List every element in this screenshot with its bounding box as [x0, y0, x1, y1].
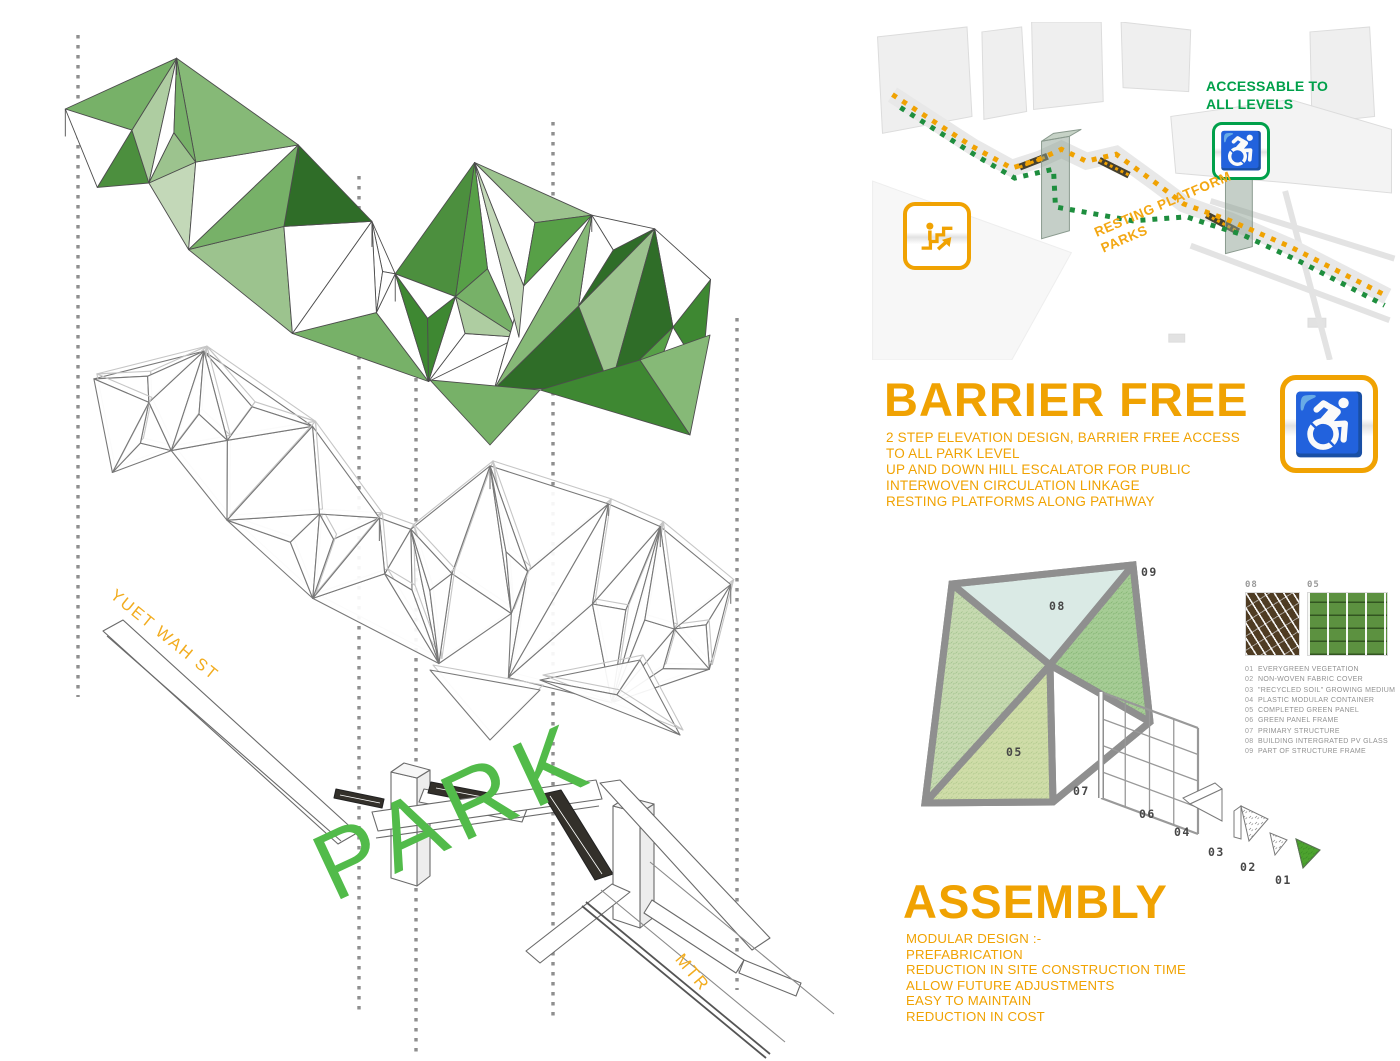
pv-glass-photo: [1245, 592, 1300, 656]
wheelchair-icon-large: ♿: [1280, 375, 1378, 473]
part-label-07: 07: [1073, 784, 1090, 798]
pv-glass-photo-figure: 08: [1245, 580, 1300, 656]
wheelchair-icon: ♿: [1212, 122, 1270, 180]
reference-photos: 08 05: [1245, 580, 1395, 656]
part-label-01: 01: [1275, 873, 1292, 887]
part-label-03: 03: [1208, 845, 1225, 859]
assembly-exploded-diagram: [921, 561, 1321, 870]
structure-wireframe-layer: [93, 345, 735, 741]
escalator-icon: [903, 202, 971, 270]
green-panel-photo: [1307, 592, 1388, 656]
exploded-axon-diagram: [64, 35, 835, 1059]
part-label-02: 02: [1240, 860, 1257, 874]
legend-item: 03"RECYCLED SOIL" GROWING MEDIUM: [1245, 686, 1396, 694]
barrier-free-title: BARRIER FREE: [884, 373, 1249, 426]
part-label-04: 04: [1174, 825, 1191, 839]
green-panel-photo-figure: 05: [1307, 580, 1388, 656]
accessible-route-green: [899, 105, 1386, 308]
photo-caption: 08: [1245, 580, 1258, 590]
wheelchair-glyph: ♿: [1218, 130, 1264, 171]
green-canopy-layer: [64, 57, 712, 446]
site-plan-layer: [102, 619, 835, 1059]
panel-faces: [924, 564, 1151, 805]
part-label-09: 09: [1141, 565, 1158, 579]
barrier-free-text: 2 STEP ELEVATION DESIGN, BARRIER FREE AC…: [886, 430, 1240, 509]
access-label: ACCESSABLE TO ALL LEVELS: [1206, 78, 1329, 112]
photo-caption: 05: [1307, 580, 1320, 590]
assembly-text: MODULAR DESIGN :- PREFABRICATION REDUCTI…: [906, 931, 1187, 1024]
site-circulation-render: [872, 22, 1396, 360]
barrier-free-route-orange: [891, 92, 1389, 299]
projection-dashed-lines: [76, 35, 739, 1052]
wheelchair-glyph: ♿: [1291, 390, 1367, 458]
part-label-05: 05: [1006, 745, 1023, 759]
part-label-06: 06: [1139, 807, 1156, 821]
assembly-title: ASSEMBLY: [903, 875, 1168, 928]
part-label-08: 08: [1049, 599, 1066, 613]
module-parts: [1182, 782, 1321, 870]
mtr-rail-lines: [581, 861, 835, 1059]
